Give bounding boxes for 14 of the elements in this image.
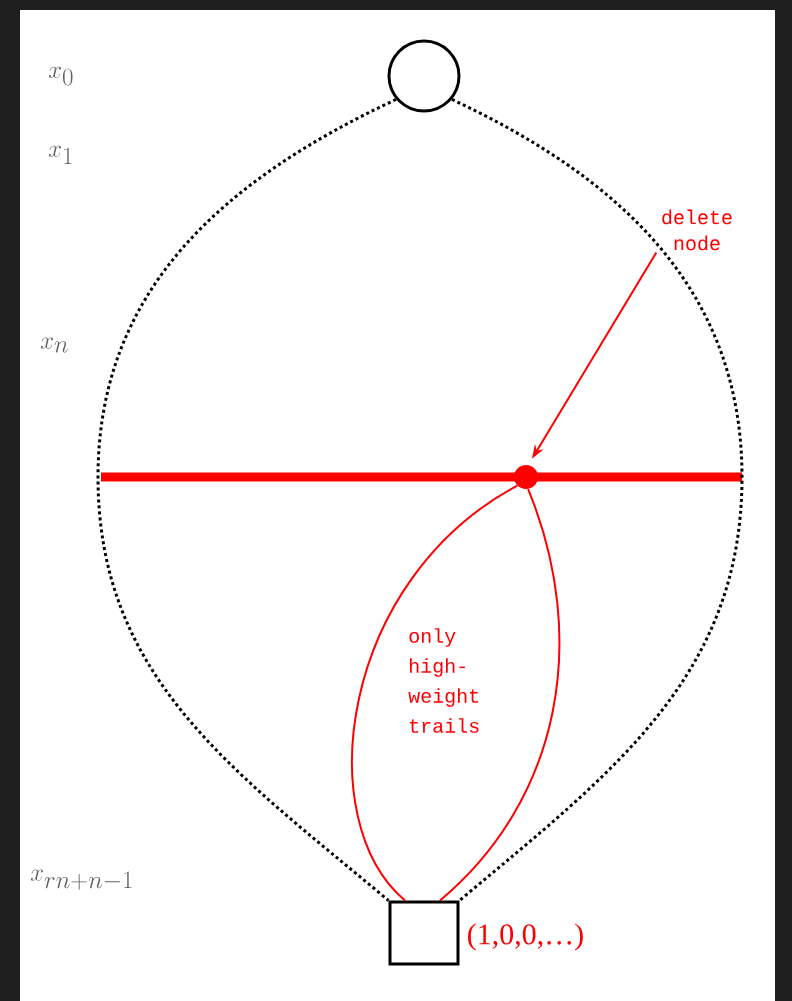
dotted-curve [96, 98, 397, 902]
annotation-text: delete node [662, 209, 732, 251]
dot-node [514, 465, 538, 489]
variable-label: $x_{n}$ [40, 337, 68, 353]
square-node [388, 900, 460, 966]
circle-node [387, 39, 461, 113]
curve-line [439, 488, 561, 902]
variable-label: $x_{1}$ [48, 145, 72, 165]
curve-line [351, 484, 519, 902]
dotted-curve [451, 98, 744, 902]
variable-label: $x_{0}$ [48, 66, 73, 86]
node-caption: (1,0,0,…) [468, 923, 583, 951]
variable-label: $x_{rn+n-1}$ [30, 869, 132, 890]
annotation-text: only high-weight trails [408, 628, 479, 733]
